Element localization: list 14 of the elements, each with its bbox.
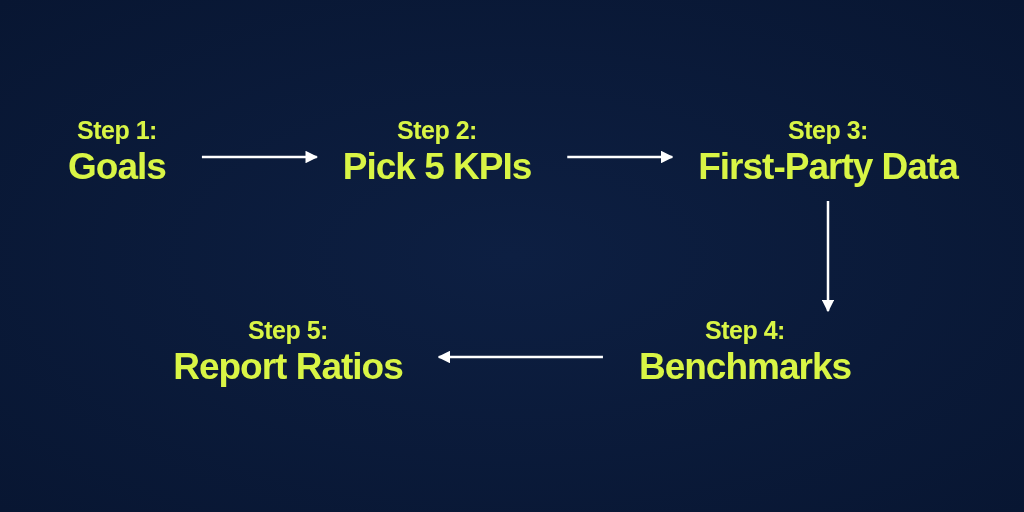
arrow: [201, 150, 318, 164]
step-number: Step 5:: [247, 315, 329, 345]
arrow: [821, 201, 835, 313]
step-title: Pick 5 KPIs: [342, 145, 532, 189]
step-number: Step 1:: [76, 115, 158, 145]
step-number: Step 4:: [704, 315, 786, 345]
arrow: [567, 150, 674, 164]
arrow: [437, 350, 603, 364]
step-number: Step 3:: [787, 115, 869, 145]
step-title: Report Ratios: [173, 345, 403, 389]
step-title: Benchmarks: [638, 345, 852, 389]
step-number: Step 2:: [396, 115, 478, 145]
step-title: Goals: [68, 145, 166, 189]
step-title: First-Party Data: [698, 145, 958, 189]
